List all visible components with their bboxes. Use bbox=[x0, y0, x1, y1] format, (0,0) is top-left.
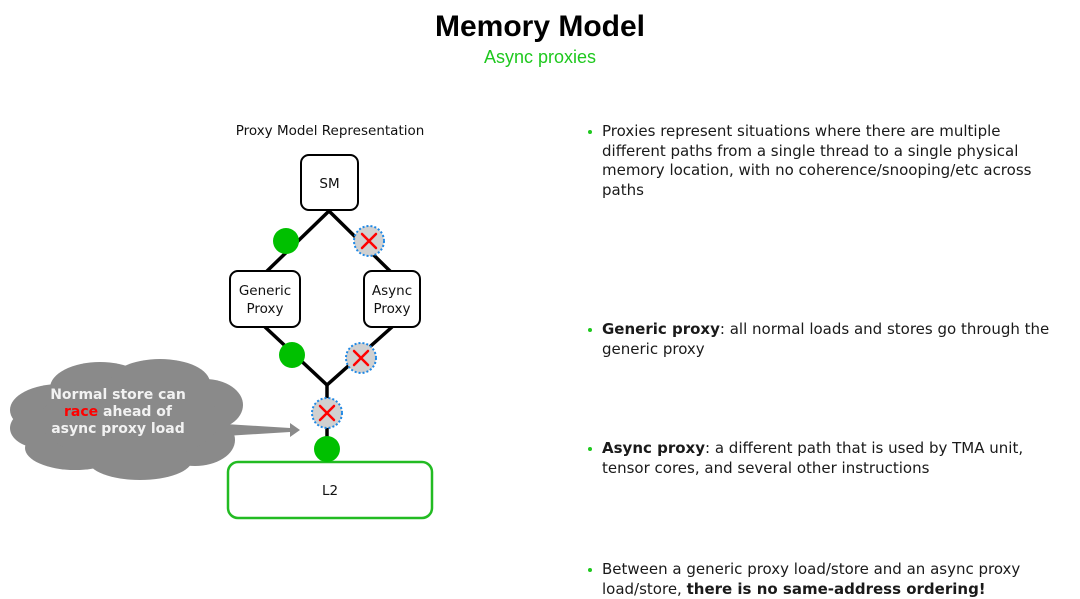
blocked-x-join-l2 bbox=[311, 397, 343, 429]
red-x-icon bbox=[318, 404, 336, 422]
bullet-dot-icon bbox=[588, 328, 592, 332]
node-generic-proxy: Generic Proxy bbox=[229, 270, 301, 328]
red-x-icon bbox=[352, 349, 370, 367]
bullet-dot-icon bbox=[588, 568, 592, 572]
callout-line-3: async proxy load bbox=[51, 421, 185, 437]
node-l2: L2 bbox=[226, 460, 434, 520]
bullet-generic-proxy: Generic proxy: all normal loads and stor… bbox=[588, 320, 1068, 359]
bullet-proxies: Proxies represent situations where there… bbox=[588, 122, 1068, 200]
callout-cloud bbox=[10, 359, 243, 480]
ok-dot-generic-join bbox=[279, 342, 305, 368]
blocked-x-sm-async bbox=[353, 225, 385, 257]
node-async-label-2: Proxy bbox=[374, 301, 411, 317]
bullet-bold-tail: there is no same-address ordering! bbox=[686, 579, 986, 598]
bullet-text: : a different path that is used by TMA u… bbox=[602, 439, 1024, 477]
bullet-dot-icon bbox=[588, 447, 592, 451]
callout-line-1: Normal store can bbox=[50, 387, 186, 403]
node-sm-label: SM bbox=[319, 176, 339, 192]
bullet-list: Proxies represent situations where there… bbox=[588, 122, 1068, 598]
bullet-async-proxy: Async proxy: a different path that is us… bbox=[588, 439, 1068, 478]
node-generic-label-1: Generic bbox=[239, 283, 291, 299]
node-l2-label: L2 bbox=[322, 483, 338, 499]
bullet-text: Proxies represent situations where there… bbox=[602, 122, 1032, 199]
diagram-caption: Proxy Model Representation bbox=[235, 123, 425, 139]
callout-line-2: race ahead of bbox=[64, 404, 173, 420]
red-x-icon bbox=[360, 232, 378, 250]
blocked-x-async-join bbox=[345, 342, 377, 374]
callout-line-2-rest: ahead of bbox=[98, 404, 173, 420]
ok-dot-sm-generic bbox=[273, 228, 299, 254]
bullet-bold-term: Generic proxy bbox=[602, 320, 720, 338]
bullet-text: : all normal loads and stores go through… bbox=[602, 320, 1050, 358]
node-sm: SM bbox=[300, 154, 359, 211]
bullet-dot-icon bbox=[588, 130, 592, 134]
node-async-label-1: Async bbox=[372, 283, 412, 299]
node-async-proxy: Async Proxy bbox=[363, 270, 421, 328]
bullet-no-ordering: Between a generic proxy load/store and a… bbox=[588, 560, 1068, 599]
callout-arrow bbox=[225, 423, 300, 437]
callout-race-word: race bbox=[64, 404, 98, 420]
proxy-model-diagram: SM Generic Proxy Async Proxy L2 bbox=[10, 154, 434, 520]
ok-dot-l2 bbox=[314, 436, 340, 462]
slide-subtitle: Async proxies bbox=[483, 47, 597, 67]
slide-title: Memory Model bbox=[434, 10, 646, 43]
bullet-bold-term: Async proxy bbox=[602, 439, 706, 457]
node-generic-label-2: Proxy bbox=[247, 301, 284, 317]
